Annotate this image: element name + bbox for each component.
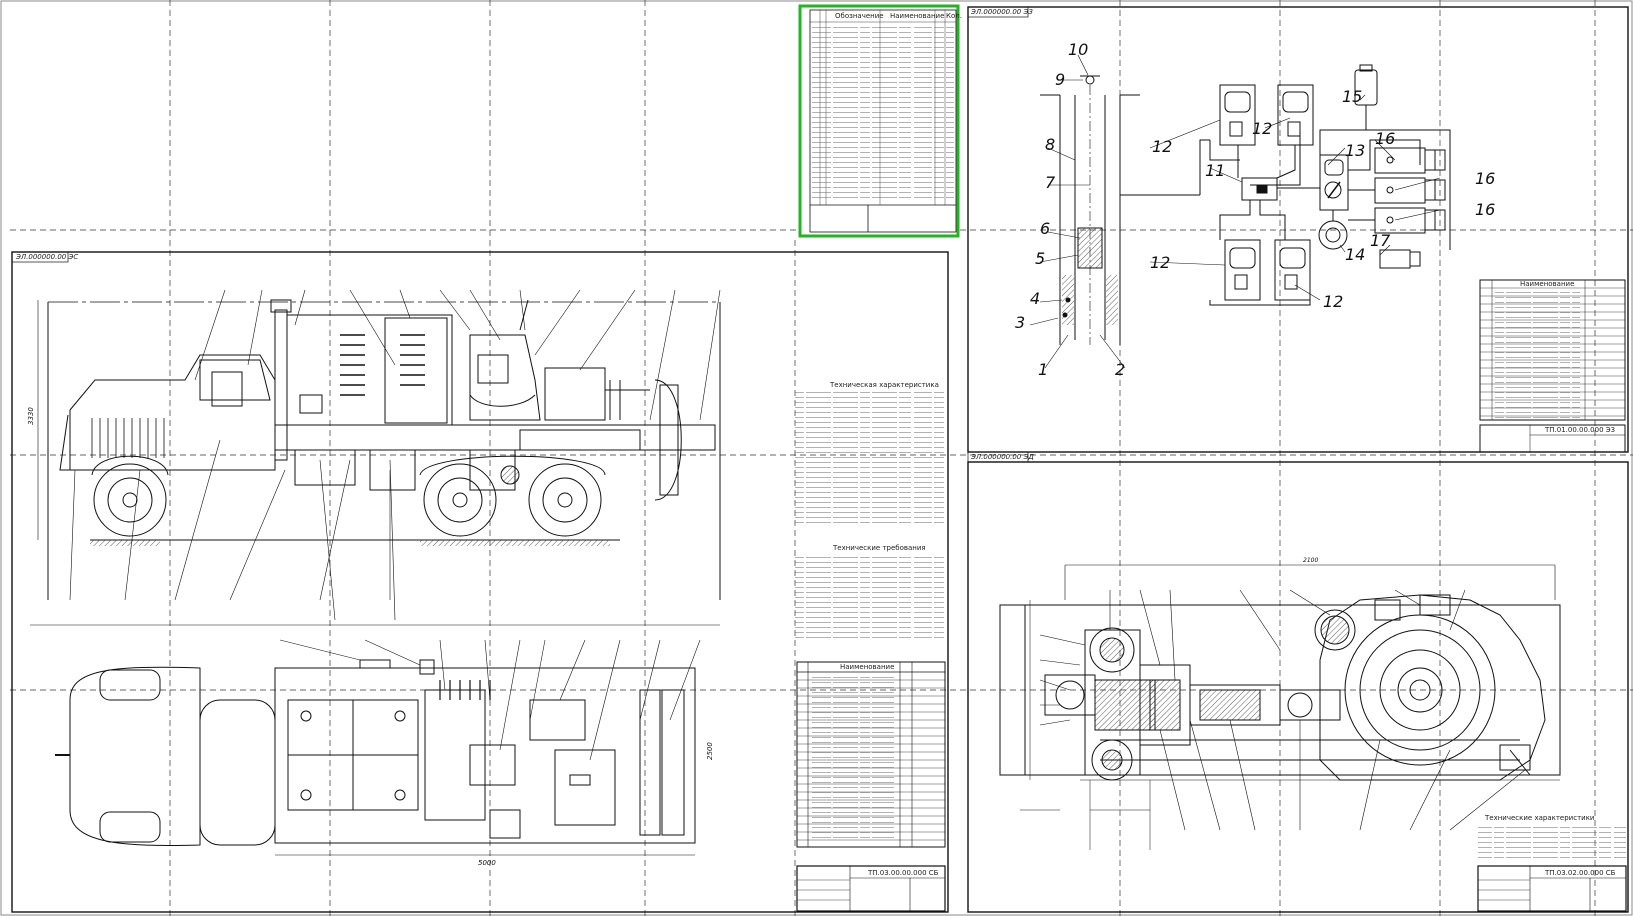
spec-header-name: Наименование xyxy=(890,12,944,20)
callout-16a: 16 xyxy=(1375,129,1395,148)
callout-16b: 16 xyxy=(1475,169,1495,188)
truck-side-view xyxy=(47,289,721,601)
callout-12c: 12 xyxy=(1150,253,1170,272)
sheet-code-main: ЭЛ.000000.00 ЭС xyxy=(16,253,79,261)
sheet-truck-assembly[interactable]: 3330 xyxy=(11,251,949,913)
callout-8: 8 xyxy=(1045,135,1055,154)
sheet-code-pump: ЭЛ.000000.00 ЭД xyxy=(971,453,1034,461)
tech-characteristics-text: Техническая характеристика Технические т… xyxy=(795,381,945,640)
callout-9: 9 xyxy=(1055,70,1065,89)
callout-11: 11 xyxy=(1205,161,1225,180)
truck-height-dim: 3330 xyxy=(27,407,35,425)
sheet-scheme[interactable]: 10 9 8 7 6 5 4 3 1 2 12 12 11 12 12 13 1… xyxy=(967,6,1629,453)
title-block-scheme xyxy=(1479,424,1626,453)
scheme-diagram xyxy=(1120,64,1451,306)
callout-14: 14 xyxy=(1345,245,1365,264)
spec-header-designation: Обозначение xyxy=(835,12,884,20)
truck-length-dim: 5000 xyxy=(478,859,496,867)
well-diagram xyxy=(1029,54,1140,369)
callout-3: 3 xyxy=(1015,313,1025,332)
title-block-pump xyxy=(1477,865,1627,912)
title-block-main xyxy=(796,865,946,912)
truck-top-view xyxy=(30,459,720,856)
spec-sheet[interactable]: Обозначение Наименование Кол. xyxy=(798,4,962,238)
tech-title-2: Технические требования xyxy=(832,544,926,552)
callout-17: 17 xyxy=(1370,231,1391,250)
sheet-code-scheme: ЭЛ.000000.00 ЭЗ xyxy=(971,8,1033,16)
callout-10: 10 xyxy=(1068,40,1088,59)
parts-table-header: Наименование xyxy=(840,663,894,671)
parts-table xyxy=(796,661,946,848)
scheme-legend-table xyxy=(1479,279,1626,421)
callout-12a: 12 xyxy=(1152,137,1172,156)
scheme-legend-header: Наименование xyxy=(1520,280,1574,288)
callout-16c: 16 xyxy=(1475,200,1495,219)
pump-length-dim: 2100 xyxy=(1303,557,1318,564)
callout-6: 6 xyxy=(1040,219,1050,238)
callout-2: 2 xyxy=(1115,360,1125,379)
pump-tech-title: Технические характеристики xyxy=(1484,814,1594,822)
spec-header-qty: Кол. xyxy=(946,12,962,20)
pump-tech-text xyxy=(1478,825,1626,860)
pump-drawing xyxy=(999,564,1561,850)
callout-12d: 12 xyxy=(1323,292,1343,311)
tech-title-1: Техническая характеристика xyxy=(829,381,939,389)
truck-width-dim: 2500 xyxy=(706,742,714,760)
callout-15: 15 xyxy=(1342,87,1362,106)
callout-12b: 12 xyxy=(1252,119,1272,138)
callout-1: 1 xyxy=(1038,360,1048,379)
grid-lines xyxy=(10,0,1633,916)
title-block-scheme-code: ТП.01.00.00.000 Э3 xyxy=(1544,426,1615,434)
sheet-pump-assembly[interactable]: 2100 Технические характеристики ТП.03.02… xyxy=(967,451,1629,913)
callout-4: 4 xyxy=(1030,289,1040,308)
title-block-pump-code: ТП.03.02.00.000 СБ xyxy=(1544,869,1616,877)
title-block-main-code: ТП.03.00.00.000 СБ xyxy=(867,869,939,877)
callout-7: 7 xyxy=(1045,173,1056,192)
callout-5: 5 xyxy=(1035,249,1045,268)
callout-13: 13 xyxy=(1345,141,1365,160)
